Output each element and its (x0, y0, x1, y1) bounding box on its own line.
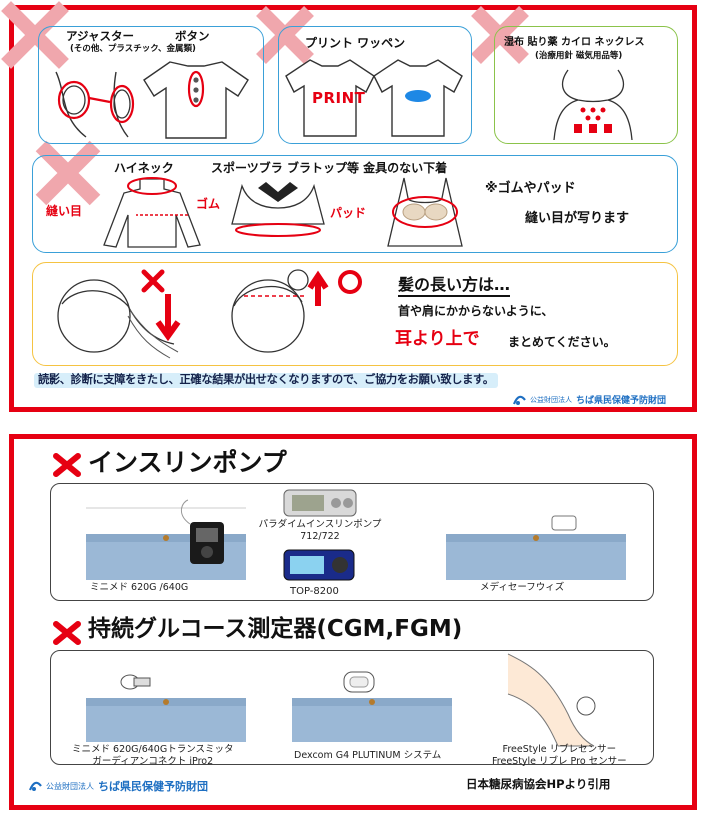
hair-line2-rest: まとめてください。 (508, 335, 616, 349)
top-logo: 公益財団法人 ちば県民保健予防財団 (512, 393, 666, 406)
bra-strap-illustration (55, 71, 135, 138)
hair-up-illustration (231, 269, 362, 353)
highneck-label: ハイネック (114, 161, 174, 175)
logo-name-text: ちば県民保健予防財団 (576, 396, 667, 406)
wappen-tshirt-illustration (373, 59, 463, 137)
caption-top8200: TOP-8200 (290, 586, 339, 597)
long-hair-down-illustration (57, 279, 181, 359)
shirt-buttons-illustration (143, 61, 249, 139)
caption-freestyle: FreeStyle リブレセンサー FreeStyle リブレ Pro センサー (492, 744, 627, 767)
gomu-label: ゴム (196, 197, 221, 211)
medisafe-pump-illustration (446, 515, 626, 580)
caption-medisafe: メディセーフウィズ (480, 582, 565, 593)
minimed-pump-illustration (86, 499, 246, 580)
top8200-pump-icon (283, 549, 355, 581)
dexcom-illustration (292, 671, 452, 742)
nuime-label: 縫い目 (46, 204, 83, 218)
hair-title: 髪の長い方は… (398, 275, 511, 298)
foundation-logo-icon (28, 781, 42, 791)
button-label: ボタン (175, 29, 210, 43)
caption-minimed-transmitter: ミニメド 620G/640Gトランスミッタ ガーディアンコネクト iPro2 (72, 744, 234, 767)
shippu-box (494, 26, 678, 144)
cross-mark-icon (53, 621, 81, 645)
underwear-box (32, 155, 678, 253)
hair-line1: 首や肩にかからないように、 (398, 304, 554, 318)
cgm-title: 持続グルコース測定器(CGM,FGM) (88, 616, 463, 642)
caption-dexcom: Dexcom G4 PLUTINUM システム (294, 750, 442, 761)
note-line2: 縫い目が写ります (525, 211, 630, 226)
sportsbra-illustration (231, 182, 325, 237)
sportsbra-label: スポーツブラ ブラトップ等 金具のない下着 (211, 161, 448, 175)
torso-patches-illustration (553, 69, 633, 141)
paradigm-pump-icon (283, 489, 357, 517)
cross-mark-icon (141, 269, 165, 293)
foundation-logo-icon (512, 395, 526, 405)
material-note: (その他、プラスチック、金属類) (70, 44, 196, 54)
logo-name-text: ちば県民保健予防財団 (98, 780, 208, 793)
cross-mark-icon (1, 1, 69, 69)
print-wappen-label: プリント ワッペン (305, 36, 406, 50)
caption-minimed: ミニメド 620G /640G (90, 582, 189, 593)
hair-box (32, 262, 678, 366)
print-text: PRINT (312, 89, 366, 107)
print-wappen-box (278, 26, 472, 144)
minimed-transmitter-illustration (86, 674, 246, 742)
cross-mark-icon (53, 453, 81, 477)
insulin-pump-title: インスリンポンプ (88, 448, 287, 477)
print-tshirt-illustration (285, 59, 375, 137)
logo-small-text: 公益財団法人 (46, 781, 94, 791)
bottom-panel-frame (9, 434, 697, 810)
cooperation-text: 読影、診断に支障をきたし、正確な結果が出せなくなりますので、ご協力をお願い致しま… (34, 373, 498, 388)
adjuster-label: アジャスター (66, 29, 134, 43)
shippu-note: (治療用針 磁気用品等) (535, 51, 623, 61)
highneck-shirt-illustration (103, 177, 201, 248)
shippu-label: 湿布 貼り薬 カイロ ネックレス (504, 37, 645, 48)
bratop-pad-illustration (387, 177, 463, 247)
adjuster-button-box (38, 26, 264, 144)
bottom-logo: 公益財団法人 ちば県民保健予防財団 (28, 778, 208, 794)
pad-label: パッド (330, 206, 367, 220)
note-line1: ※ゴムやパッド (485, 181, 576, 196)
logo-small-text: 公益財団法人 (530, 395, 572, 404)
caption-paradigm: パラダイムインスリンポンプ 712/722 (258, 519, 382, 542)
top-panel-frame (9, 5, 697, 412)
source-citation: 日本糖尿病協会HPより引用 (466, 777, 611, 791)
freestyle-arm-illustration (507, 653, 596, 747)
hair-line2-red: 耳より上で (395, 329, 480, 349)
